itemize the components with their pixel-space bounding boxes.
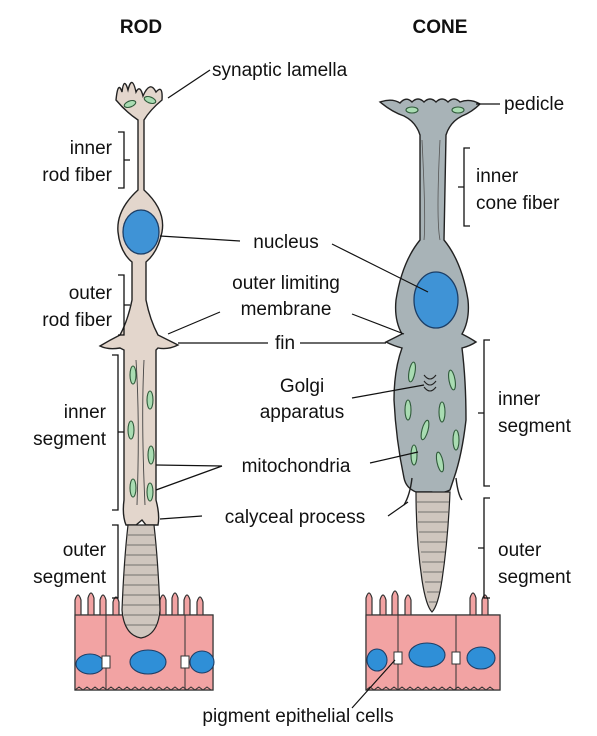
rod-epithelial-nucleus — [190, 651, 214, 673]
label-outer-limiting-membrane-line2: membrane — [241, 299, 332, 320]
rod-mitochondrion — [148, 446, 154, 464]
label-outer-limiting-membrane-line1: outer limiting — [232, 273, 340, 294]
inner-rod-fiber-bracket — [118, 132, 130, 188]
rod-outer-segment-bracket — [112, 525, 118, 598]
cone-epithelial-nucleus — [367, 649, 387, 671]
rod-epithelial-nucleus — [76, 654, 104, 674]
label-inner-cone-fiber-line2: cone fiber — [476, 193, 560, 214]
label-mitochondria: mitochondria — [242, 456, 351, 477]
rod-mitochondrion — [128, 421, 134, 439]
label-rod-inner-segment-line1: inner — [64, 402, 107, 423]
rod-mitochondrion — [147, 483, 153, 501]
label-golgi-line1: Golgi — [280, 376, 324, 397]
rod-heading: ROD — [120, 17, 162, 38]
label-rod-outer-segment-line1: outer — [63, 540, 107, 561]
cone-mitochondrion — [406, 107, 418, 113]
label-inner-cone-fiber-line1: inner — [476, 166, 519, 187]
label-rod-outer-segment-line2: segment — [33, 567, 107, 588]
cone-mitochondrion — [452, 107, 464, 113]
cone-mitochondrion — [453, 430, 459, 450]
cone-mitochondrion — [439, 402, 445, 422]
cone-heading: CONE — [413, 17, 468, 38]
cone-epithelial-nucleus — [467, 647, 495, 669]
cone-cell — [380, 99, 480, 612]
label-rod-inner-segment-line2: segment — [33, 429, 107, 450]
cone-nucleus — [414, 272, 458, 328]
label-inner-rod-fiber-line2: rod fiber — [42, 165, 112, 186]
cone-mitochondrion — [405, 400, 411, 420]
label-pedicle: pedicle — [504, 94, 564, 115]
label-fin: fin — [275, 333, 295, 354]
rod-epithelial-nucleus — [130, 650, 166, 674]
rod-mitochondrion — [130, 366, 136, 384]
label-synaptic-lamella: synaptic lamella — [212, 60, 348, 81]
label-outer-rod-fiber-line1: outer — [69, 283, 113, 304]
label-pigment-epithelial-cells: pigment epithelial cells — [202, 706, 393, 727]
label-outer-rod-fiber-line2: rod fiber — [42, 310, 112, 331]
inner-cone-fiber-bracket — [458, 148, 470, 226]
rod-nucleus — [123, 210, 159, 254]
label-nucleus: nucleus — [253, 232, 319, 253]
cone-mitochondrion — [411, 445, 417, 465]
label-inner-rod-fiber-line1: inner — [70, 138, 113, 159]
rod-mitochondrion — [130, 479, 136, 497]
label-cone-outer-segment-line2: segment — [498, 567, 572, 588]
label-golgi-line2: apparatus — [260, 402, 345, 423]
cone-inner-segment-bracket — [478, 340, 490, 486]
rod-outer-segment-shape — [122, 525, 160, 638]
label-cone-inner-segment-line2: segment — [498, 416, 572, 437]
label-cone-outer-segment-line1: outer — [498, 540, 542, 561]
rod-inner-segment-bracket — [112, 355, 124, 510]
cone-epithelial-nucleus — [409, 643, 445, 667]
label-cone-inner-segment-line1: inner — [498, 389, 541, 410]
label-calyceal-process: calyceal process — [225, 507, 365, 528]
rod-mitochondrion — [147, 391, 153, 409]
cone-outer-segment-bracket — [478, 498, 490, 598]
